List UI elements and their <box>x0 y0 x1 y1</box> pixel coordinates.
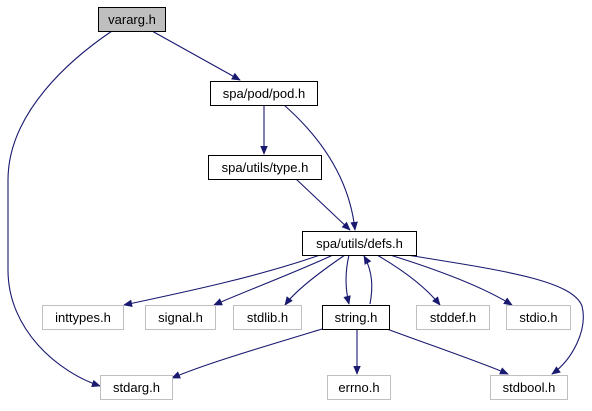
edge-vararg-to-pod <box>151 30 241 81</box>
node-label: errno.h <box>338 380 379 395</box>
node-box <box>145 305 216 330</box>
node-label: spa/pod/pod.h <box>223 86 305 101</box>
edge-line <box>386 328 509 375</box>
edge-defs-to-stdlib <box>284 254 346 306</box>
node-stdbool: stdbool.h <box>490 375 568 400</box>
edge-vararg-to-stdarg <box>7 30 113 388</box>
node-box <box>98 7 166 32</box>
node-label: stddef.h <box>430 310 476 325</box>
node-label: string.h <box>335 310 378 325</box>
node-string[interactable]: string.h <box>322 305 390 330</box>
node-label: stdio.h <box>519 310 557 325</box>
edge-line <box>283 104 358 231</box>
edge-line <box>406 254 584 375</box>
edge-defs-to-stdbool <box>406 254 584 375</box>
node-defs[interactable]: spa/utils/defs.h <box>302 231 417 256</box>
node-signal: signal.h <box>145 305 216 330</box>
edge-pod-to-defs <box>283 104 358 231</box>
edge-defs-to-string <box>343 254 351 305</box>
node-label: stdlib.h <box>247 310 288 325</box>
node-box <box>302 231 417 256</box>
edge-line <box>295 178 351 231</box>
node-stdlib: stdlib.h <box>233 305 302 330</box>
node-stddef: stddef.h <box>416 305 490 330</box>
node-pod[interactable]: spa/pod/pod.h <box>210 81 318 106</box>
node-label: vararg.h <box>108 12 156 27</box>
edge-line <box>171 328 323 379</box>
node-label: stdbool.h <box>503 380 556 395</box>
edge-defs-to-stdio <box>389 254 513 306</box>
edge-line <box>151 30 241 81</box>
node-label: spa/utils/defs.h <box>316 236 403 251</box>
edge-line <box>123 254 321 308</box>
node-box <box>233 305 302 330</box>
edge-defs-to-inttypes <box>123 254 321 308</box>
node-inttypes: inttypes.h <box>42 305 124 330</box>
node-box <box>208 155 322 180</box>
edge-line <box>363 255 373 305</box>
node-box <box>42 305 124 330</box>
edge-string-to-stdarg <box>171 328 323 379</box>
edge-defs-to-signal <box>213 254 334 306</box>
node-box <box>416 305 490 330</box>
node-box <box>322 305 390 330</box>
edge-type-to-defs <box>295 178 351 231</box>
edge-defs-to-stddef <box>376 254 441 306</box>
node-label: stdarg.h <box>113 380 160 395</box>
node-stdarg: stdarg.h <box>100 375 173 400</box>
edge-line <box>376 254 441 306</box>
node-box <box>490 375 568 400</box>
node-type[interactable]: spa/utils/type.h <box>208 155 322 180</box>
node-box <box>100 375 173 400</box>
node-vararg[interactable]: vararg.h <box>98 7 166 32</box>
edge-line <box>343 254 351 305</box>
edge-string-to-stdbool <box>386 328 509 375</box>
node-box <box>327 375 391 400</box>
edge-line <box>389 254 513 306</box>
edge-line <box>284 254 346 306</box>
node-box <box>210 81 318 106</box>
node-label: inttypes.h <box>55 310 111 325</box>
edge-line <box>213 254 334 306</box>
edge-string-to-defs <box>363 255 373 305</box>
node-label: signal.h <box>158 310 203 325</box>
node-box <box>506 305 571 330</box>
node-errno: errno.h <box>327 375 391 400</box>
node-stdio: stdio.h <box>506 305 571 330</box>
edge-line <box>7 30 113 388</box>
node-label: spa/utils/type.h <box>222 160 309 175</box>
